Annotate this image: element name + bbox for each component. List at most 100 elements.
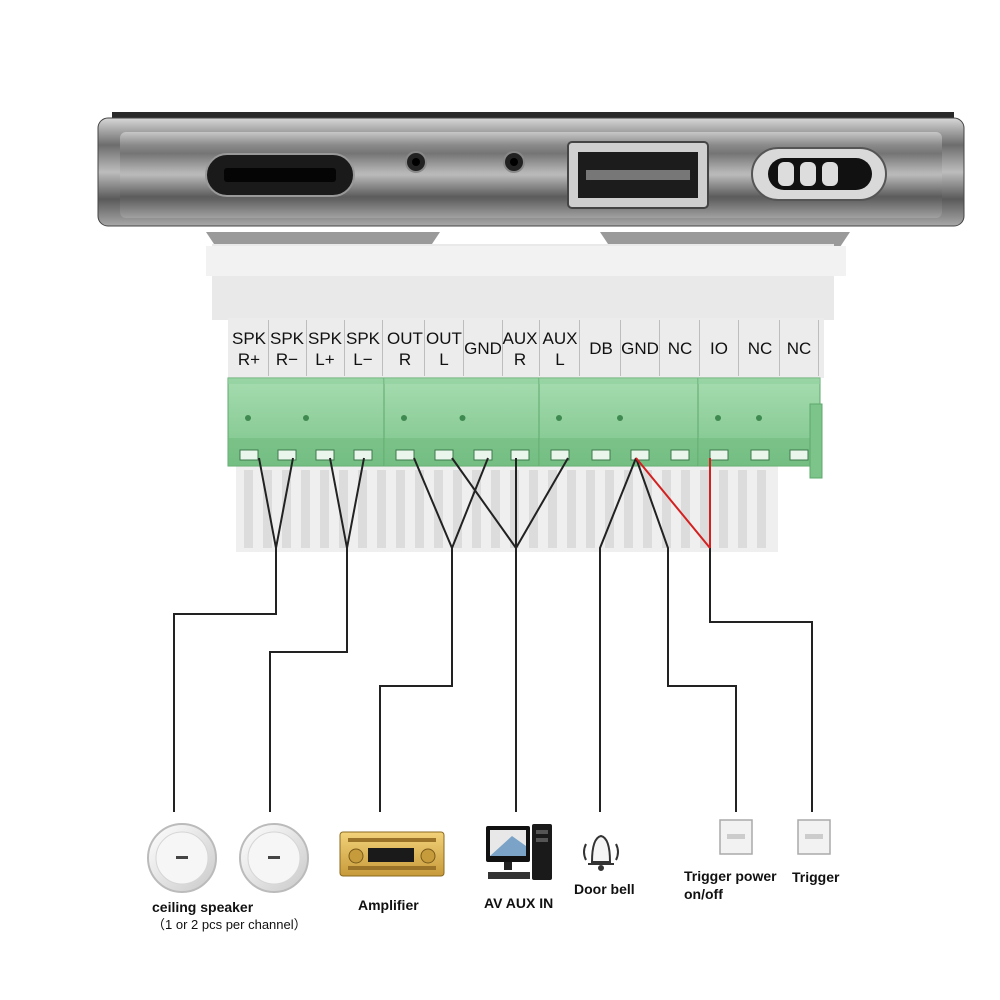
screw-terminal [277, 449, 297, 461]
wires [173, 457, 813, 812]
terminal-label-line1: SPK [270, 329, 305, 348]
terminal-label-line1: OUT [387, 329, 423, 348]
trigger-power-caption-line1: Trigger power [684, 868, 777, 884]
screw-terminal [315, 449, 335, 461]
fin [396, 470, 405, 548]
terminal-label-line2: R [514, 350, 526, 369]
terminal-label-gnd-2: GND [621, 320, 660, 376]
terminal-label-line2: R− [276, 350, 298, 369]
fin [434, 470, 443, 548]
speaker-caption-line2: （1 or 2 pcs per channel） [152, 917, 307, 932]
fin [263, 470, 272, 548]
terminal-label-aux-l: AUX L [543, 320, 580, 376]
fin [244, 470, 253, 548]
fin [567, 470, 576, 548]
lower-housing [236, 460, 778, 552]
terminal-label-nc-2: NC [748, 320, 780, 376]
fin [757, 470, 766, 548]
terminal-label-line1: AUX [503, 329, 538, 348]
screw-terminal [434, 449, 454, 461]
fin [738, 470, 747, 548]
terminal-block-1 [227, 377, 385, 467]
fin [415, 470, 424, 548]
terminal-label-line1: IO [710, 339, 728, 358]
wire-spk-r-drop [173, 548, 277, 812]
amplifier-caption: Amplifier [358, 897, 419, 913]
terminal-label-line2: L [439, 350, 448, 369]
device-body: SPKR+SPKR−SPKL+SPKL−OUTROUTLGNDAUXRAUXLD… [97, 112, 965, 552]
fin [643, 470, 652, 548]
terminal-labels: SPKR+SPKR−SPKL+SPKL−OUTROUTLGNDAUXRAUXLD… [232, 320, 819, 376]
screw-terminal [395, 449, 415, 461]
terminal-label-nc-3: NC [787, 320, 819, 376]
terminal-label-line1: SPK [232, 329, 267, 348]
trigger-red-wires [635, 457, 711, 549]
fin [719, 470, 728, 548]
terminal-label-db: DB [589, 320, 621, 376]
fin [662, 470, 671, 548]
device-top-edge [112, 112, 954, 122]
terminal-label-out-l: OUT L [426, 320, 464, 376]
terminal-block-3 [538, 377, 702, 467]
screw-terminal [473, 449, 493, 461]
trigger-power-caption-line2: on/off [684, 886, 723, 902]
wire-red-gnd [635, 457, 711, 549]
terminal-label-line1: NC [787, 339, 812, 358]
wire-spk-l-drop [269, 548, 348, 812]
speaker-caption: ceiling speaker （1 or 2 pcs per channel） [152, 898, 307, 934]
terminal-label-line1: OUT [426, 329, 462, 348]
screw-terminal [709, 449, 729, 461]
fin [681, 470, 690, 548]
terminal-label-line1: GND [464, 339, 502, 358]
fin [377, 470, 386, 548]
speaker-caption-line1: ceiling speaker [152, 899, 254, 915]
fin [453, 470, 462, 548]
fin [282, 470, 291, 548]
wire-out-drop [379, 548, 453, 812]
screw-terminal [789, 449, 809, 461]
screw-terminal [630, 449, 650, 461]
fin [510, 470, 519, 548]
terminal-label-line2: L [555, 350, 564, 369]
terminal-label-line1: GND [621, 339, 659, 358]
cooling-fins [244, 470, 766, 548]
terminal-block-2 [383, 377, 542, 467]
terminal-label-line2: R+ [238, 350, 260, 369]
screw-terminal [750, 449, 770, 461]
terminal-label-spk-r-plus: SPK R+ [232, 320, 269, 376]
fin [320, 470, 329, 548]
fin [301, 470, 310, 548]
terminal-block-4 [697, 377, 821, 467]
fin [472, 470, 481, 548]
terminal-label-line2: R [399, 350, 411, 369]
ceiling-speaker-1 [147, 823, 217, 893]
trigger-power-caption: Trigger power on/off [684, 867, 777, 903]
wire-doorbell [599, 457, 637, 812]
fin [491, 470, 500, 548]
amplifier-icon [339, 831, 445, 877]
screw-terminal [510, 449, 530, 461]
doorbell-caption: Door bell [574, 881, 635, 897]
ceiling-speaker-2 [239, 823, 309, 893]
fin [339, 470, 348, 548]
terminal-label-line1: SPK [308, 329, 343, 348]
doorbell-icon [583, 834, 619, 871]
wire-trigger [709, 548, 813, 812]
fin [548, 470, 557, 548]
screw-terminal [591, 449, 611, 461]
terminal-label-nc-1: NC [668, 320, 700, 376]
computer-icon [486, 824, 552, 880]
terminal-label-line2: L− [353, 350, 372, 369]
trigger-power-switch-icon [719, 819, 753, 855]
terminal-label-aux-r: AUX R [503, 320, 540, 376]
fin [358, 470, 367, 548]
screw-terminal [670, 449, 690, 461]
fin [700, 470, 709, 548]
fin [624, 470, 633, 548]
fin [605, 470, 614, 548]
terminal-label-line1: AUX [543, 329, 578, 348]
trigger-switch-icon [797, 819, 831, 855]
trigger-caption: Trigger [792, 869, 840, 885]
